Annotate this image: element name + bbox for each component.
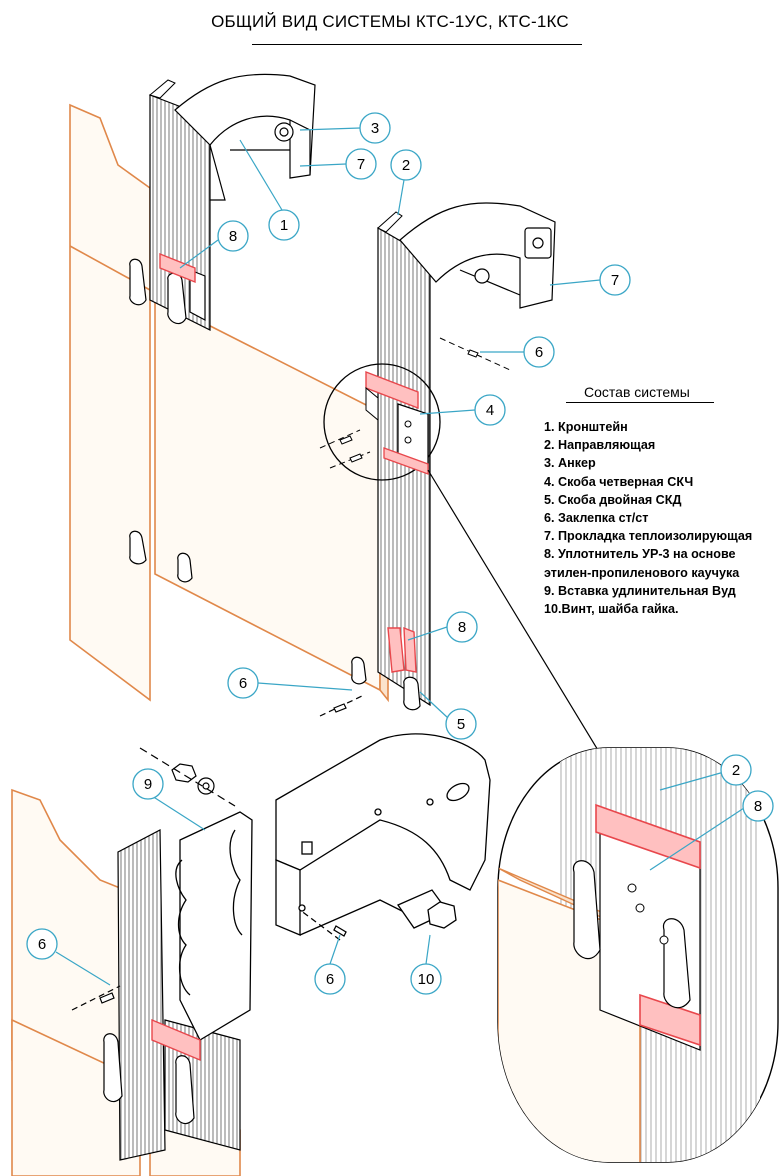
legend-item: 3. Анкер xyxy=(544,456,596,471)
seal-middle xyxy=(387,626,417,673)
legend-item: 4. Скоба четверная СКЧ xyxy=(544,474,694,489)
facade-panel-upper-center xyxy=(154,296,389,703)
svg-text:8: 8 xyxy=(458,619,466,636)
callout-extension-insert: 9 xyxy=(132,768,164,800)
callout-rivet: 6 xyxy=(227,667,259,699)
legend-item: 2. Направляющая xyxy=(544,438,656,453)
callout-leaders xyxy=(55,127,745,986)
svg-text:2: 2 xyxy=(402,157,410,174)
callout-guide-rail: 2 xyxy=(390,149,422,181)
rivet-upper xyxy=(439,337,511,371)
callout-quad-clip: 4 xyxy=(474,394,506,426)
page-title: ОБЩИЙ ВИД СИСТЕМЫ КТС-1УС, КТС-1КС xyxy=(211,12,569,31)
magnifier-circle xyxy=(319,363,441,481)
legend-item: 5. Скоба двойная СКД xyxy=(544,492,682,507)
callout-rivet: 6 xyxy=(314,963,346,995)
legend-item: 1. Кронштейн xyxy=(544,420,628,434)
extension-insert xyxy=(175,811,253,1041)
svg-text:6: 6 xyxy=(535,344,543,361)
bracket-upper-right xyxy=(399,202,556,309)
callout-seal: 8 xyxy=(742,790,774,822)
system-legend: Состав системы 1. Кронштейн 2. Направляю… xyxy=(544,384,780,618)
legend-item: 6. Заклепка ст/ст xyxy=(544,511,649,526)
bracket-upper-left xyxy=(174,73,316,201)
bracket-lower-middle xyxy=(275,733,491,941)
detail-leader-line xyxy=(427,469,611,771)
callouts: 3 7 1 8 2 7 6 4 8 6 5 9 2 8 6 6 10 xyxy=(26,112,774,995)
svg-text:1: 1 xyxy=(280,217,288,234)
legend-heading-underline xyxy=(566,402,714,403)
facade-panel-upper-left xyxy=(69,103,151,702)
detail-enlargement xyxy=(497,747,779,1163)
callout-thermal-pad: 7 xyxy=(599,264,631,296)
svg-text:4: 4 xyxy=(486,402,494,419)
svg-text:9: 9 xyxy=(144,776,152,793)
svg-text:3: 3 xyxy=(371,120,379,137)
clip-lower-left xyxy=(71,985,195,1125)
legend-item: этилен-пропиленового каучука xyxy=(544,565,740,580)
svg-text:8: 8 xyxy=(229,228,237,245)
svg-text:5: 5 xyxy=(457,716,465,733)
callout-seal: 8 xyxy=(217,220,249,252)
svg-text:10: 10 xyxy=(418,971,435,988)
clip-lower-middle xyxy=(319,656,421,717)
callout-guide-rail: 2 xyxy=(720,754,752,786)
seal-lower-left xyxy=(151,1018,201,1062)
legend-item: 9. Вставка удлинительная Вуд xyxy=(544,583,736,598)
title-underline xyxy=(252,44,582,45)
svg-text:6: 6 xyxy=(38,936,46,953)
legend-list: 1. Кронштейн 2. Направляющая 3. Анкер 4.… xyxy=(544,418,780,618)
legend-heading: Состав системы xyxy=(584,384,690,400)
seal-upper-left xyxy=(159,252,196,284)
callout-rivet: 6 xyxy=(26,928,58,960)
callout-screw-washer-nut: 10 xyxy=(410,963,442,995)
svg-text:7: 7 xyxy=(357,156,365,173)
callout-anchor: 3 xyxy=(359,112,391,144)
svg-text:8: 8 xyxy=(754,798,762,815)
callout-bracket: 1 xyxy=(268,209,300,241)
callout-rivet: 6 xyxy=(523,336,555,368)
legend-item: 7. Прокладка теплоизолирующая xyxy=(544,529,753,544)
legend-item: 10.Винт, шайба гайка. xyxy=(544,602,679,617)
callout-thermal-pad: 7 xyxy=(345,148,377,180)
callout-seal: 8 xyxy=(446,611,478,643)
clip-upper-left xyxy=(129,258,206,583)
legend-item: 8. Уплотнитель УР-3 на основе xyxy=(544,547,736,562)
svg-text:6: 6 xyxy=(326,971,334,988)
callout-double-clip: 5 xyxy=(445,708,477,740)
nut-washer xyxy=(139,747,236,807)
svg-text:7: 7 xyxy=(611,272,619,289)
svg-text:2: 2 xyxy=(732,762,740,779)
svg-text:6: 6 xyxy=(239,675,247,692)
